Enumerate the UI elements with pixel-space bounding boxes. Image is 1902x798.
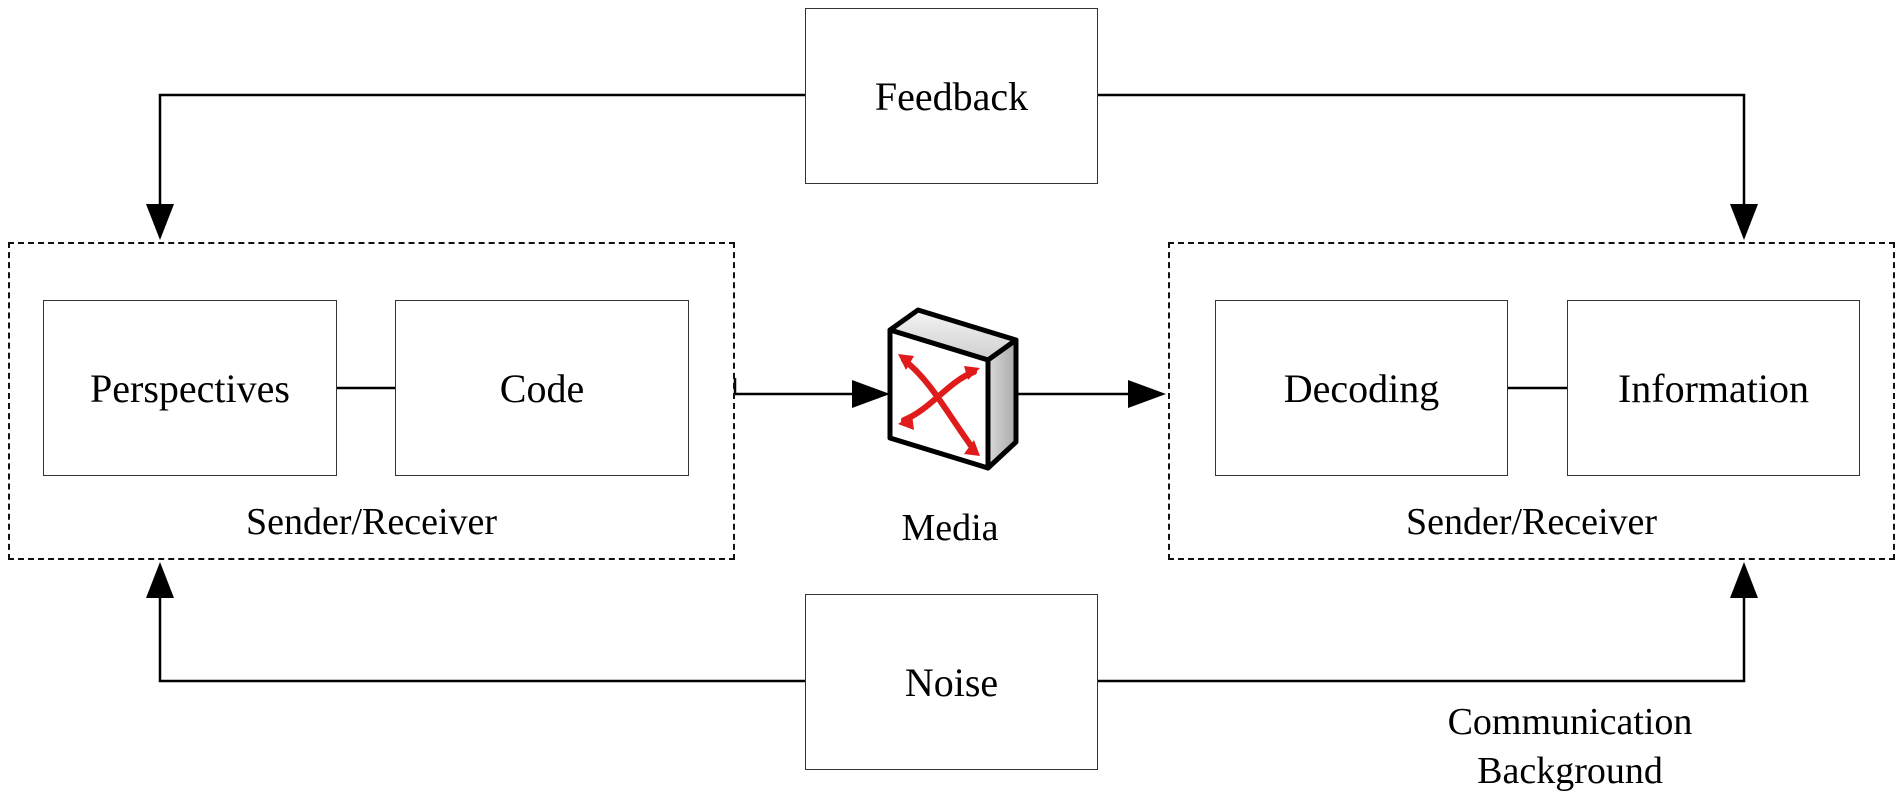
information-label: Information bbox=[1617, 365, 1810, 411]
right-group-caption: Sender/Receiver bbox=[1405, 501, 1658, 543]
perspectives-box: Perspectives bbox=[43, 300, 337, 476]
noise-arrow-left bbox=[146, 562, 174, 598]
communication-background-label: Communication Background bbox=[1370, 698, 1770, 796]
noise-arrow-right bbox=[1730, 562, 1758, 598]
media-connectors bbox=[337, 378, 1567, 396]
media-label: Media bbox=[901, 507, 999, 549]
media-arrow-out bbox=[1128, 380, 1166, 408]
decoding-box: Decoding bbox=[1215, 300, 1508, 476]
right-sender-receiver-group bbox=[1168, 242, 1895, 560]
information-box: Information bbox=[1567, 300, 1860, 476]
feedback-label: Feedback bbox=[874, 73, 1029, 119]
feedback-arrow-left bbox=[146, 204, 174, 240]
noise-box: Noise bbox=[805, 594, 1098, 770]
left-group-caption: Sender/Receiver bbox=[245, 501, 498, 543]
feedback-arrow-right bbox=[1730, 204, 1758, 240]
media-arrow-in bbox=[852, 380, 890, 408]
feedback-connectors bbox=[158, 93, 1746, 210]
noise-connectors bbox=[158, 598, 1746, 683]
code-box: Code bbox=[395, 300, 689, 476]
background-line-1: Communication bbox=[1447, 701, 1693, 743]
feedback-box: Feedback bbox=[805, 8, 1098, 184]
decoding-label: Decoding bbox=[1283, 365, 1440, 411]
background-line-2: Background bbox=[1477, 750, 1663, 792]
perspectives-label: Perspectives bbox=[90, 365, 290, 411]
noise-label: Noise bbox=[904, 659, 999, 705]
left-sender-receiver-group bbox=[8, 242, 735, 560]
router-icon bbox=[887, 307, 1019, 471]
code-label: Code bbox=[499, 365, 585, 411]
